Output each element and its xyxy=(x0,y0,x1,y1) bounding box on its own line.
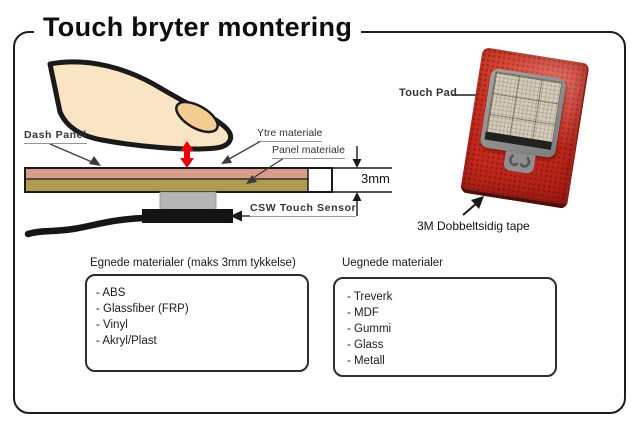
tape-leader-arrow xyxy=(462,196,484,216)
list-item: - Gummi xyxy=(347,323,392,335)
tape-caption: 3M Dobbeltsidig tape xyxy=(417,219,530,233)
list-item: - Vinyl xyxy=(96,319,128,331)
touch-sensor-body xyxy=(142,209,233,223)
connector-tab xyxy=(504,150,536,174)
touch-pad-photo xyxy=(460,47,590,210)
csw-sensor-leader-arrow xyxy=(230,210,250,222)
suitable-materials-title: Egnede materialer (maks 3mm tykkelse) xyxy=(90,257,296,269)
unsuitable-materials-title: Uegnede materialer xyxy=(342,257,444,269)
thickness-value: 3mm xyxy=(361,171,390,186)
list-item: - Treverk xyxy=(347,291,393,303)
fingernail xyxy=(175,100,219,134)
csw-sensor-label: CSW Touch Sensor xyxy=(250,202,357,217)
page-title: Touch bryter montering xyxy=(34,12,362,43)
list-item: - MDF xyxy=(347,307,379,319)
ytre-materiale-leader-arrow xyxy=(221,140,262,164)
touch-pad-label: Touch Pad xyxy=(399,87,458,99)
suitable-materials-box: - ABS - Glassfiber (FRP) - Vinyl - Akryl… xyxy=(85,274,309,372)
ytre-materiale-label: Ytre materiale xyxy=(257,127,323,142)
panel-cross-section xyxy=(24,167,333,193)
list-item: - Metall xyxy=(347,355,385,367)
sensor-plate xyxy=(479,67,567,159)
finger-illustration xyxy=(47,59,234,152)
unsuitable-materials-box: - Treverk - MDF - Gummi - Glass - Metall xyxy=(333,277,557,377)
sensor-cable xyxy=(24,214,149,238)
panel-materiale-leader-arrow xyxy=(246,157,285,184)
list-item: - Akryl/Plast xyxy=(96,335,157,347)
sensor-standoff xyxy=(159,191,217,211)
list-item: - ABS xyxy=(96,287,126,299)
list-item: - Glassfiber (FRP) xyxy=(96,303,189,315)
touch-arrow-icon xyxy=(180,141,194,168)
dash-panel-label: Dash Panel xyxy=(24,129,87,144)
list-item: - Glass xyxy=(347,339,384,351)
dash-panel-leader-arrow xyxy=(49,143,101,166)
thickness-dimension-marker xyxy=(333,146,392,216)
panel-materiale-label: Panel materiale xyxy=(272,144,345,159)
